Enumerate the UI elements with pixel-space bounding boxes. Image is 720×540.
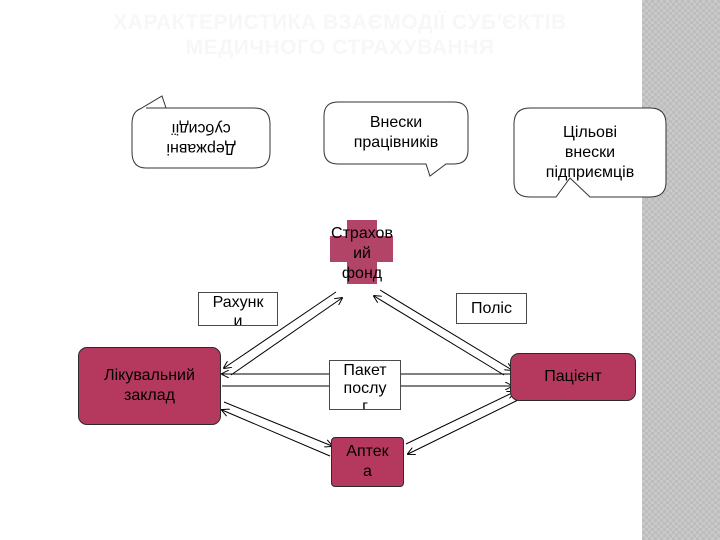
flow-label-policy: Поліс [456,293,527,324]
callout-worker-contributions-shape [323,101,469,177]
callout-employer-contributions-line-1: Цільові [562,124,617,141]
callout-state-subsidies-line-2: субсидії [171,120,231,137]
arrow-pharmacy-to-patient [405,392,514,445]
node-insurance-fund: Страхов ий фонд [318,218,406,290]
node-insurance-fund-line-3: фонд [341,265,383,282]
callout-worker-contributions: Внески працівників [324,102,468,164]
arrow-facility-to-fund [230,298,342,376]
callout-worker-contributions-line-1: Внески [369,114,423,131]
node-medical-facility-line-2: заклад [124,387,175,404]
slide-title-line-1: ХАРАКТЕРИСТИКА ВЗАЄМОДІЇ СУБ'ЄКТІВ [113,11,567,34]
arrow-fund-to-patient [379,289,512,370]
node-pharmacy-line-1: Аптек [346,443,389,460]
arrow-patient-to-fund [374,296,505,376]
node-patient: Пацієнт [510,353,636,401]
slide-title: ХАРАКТЕРИСТИКА ВЗАЄМОДІЇ СУБ'ЄКТІВ МЕДИЧ… [40,10,640,60]
callout-employer-contributions-line-3: підприємців [545,164,635,181]
insurance-fund-cross-horizontal [330,236,393,262]
flow-label-service-package-line-3: г [362,398,368,410]
flow-label-invoices-line-2: и [233,313,243,326]
callout-state-subsidies-line-1: Державні [166,140,236,157]
node-insurance-fund-line-2: ий [353,245,371,262]
arrow-patient-to-pharmacy [408,399,519,454]
node-pharmacy: Аптек а [331,437,404,487]
callout-worker-contributions-line-2: працівників [353,134,439,151]
node-medical-facility: Лікувальний заклад [78,347,221,425]
node-insurance-fund-line-1: Страхов [331,225,393,242]
node-medical-facility-line-1: Лікувальний [104,367,195,384]
arrow-fund-to-facility [224,291,337,368]
slide-title-line-2: МЕДИЧНОГО СТРАХУВАННЯ [185,36,495,59]
flow-label-invoices: Рахунк и [198,292,278,326]
flow-label-service-package-line-1: Пакет [343,362,387,379]
callout-state-subsidies-shape [131,95,271,169]
callout-state-subsidies: Державні субсидії [132,108,270,168]
callout-employer-contributions: Цільові внески підприємців [514,112,666,194]
callout-employer-contributions-line-2: внески [564,144,616,161]
flow-label-service-package-line-2: послу [343,380,387,397]
node-patient-label: Пацієнт [544,368,602,385]
callout-employer-contributions-shape [513,107,667,198]
decorative-side-strip [642,0,720,540]
node-pharmacy-line-2: а [363,463,372,480]
flow-label-service-package: Пакет послу г [329,360,401,410]
arrow-facility-to-pharmacy [223,401,332,446]
flow-label-invoices-line-1: Рахунк [212,294,264,311]
flow-label-policy-text: Поліс [471,300,512,317]
arrow-pharmacy-to-facility [222,410,331,457]
